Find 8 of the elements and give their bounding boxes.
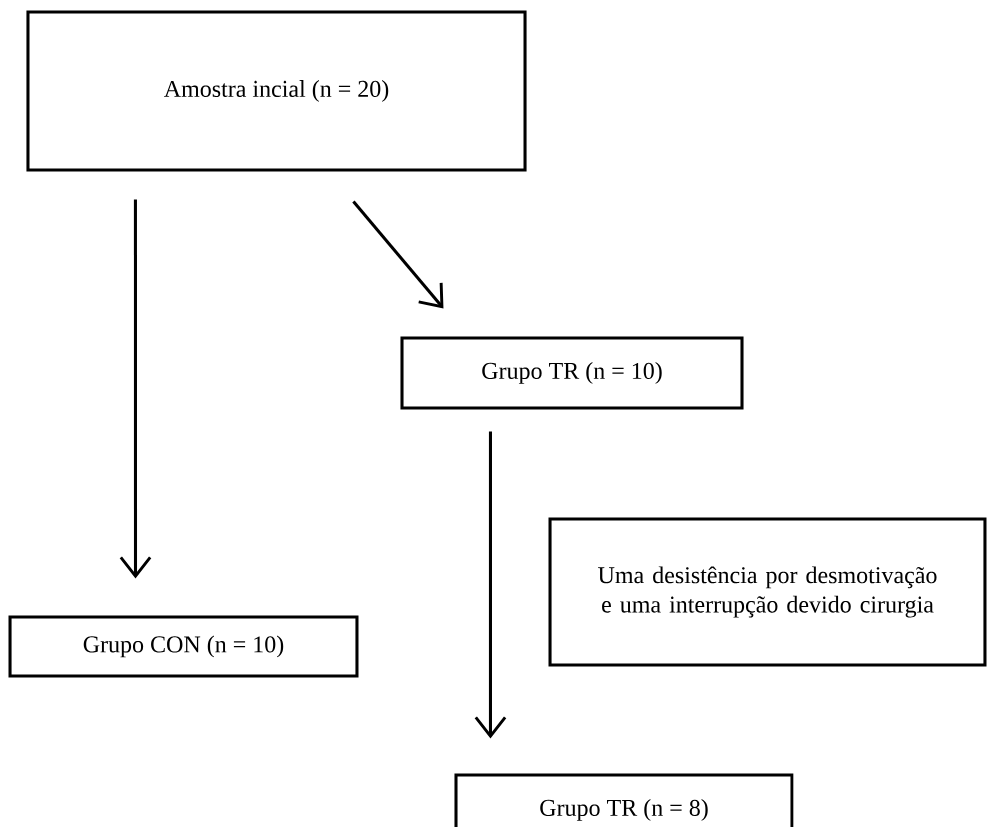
process-box: Amostra incial (n = 20) [26,10,527,172]
arrow [474,431,507,739]
arrow [352,200,444,309]
process-box: Grupo TR (n = 10) [400,336,744,410]
process-box: Grupo CON (n = 10) [8,615,359,678]
note-box: Uma desistência por desmotivação e uma interrupção devido cirurgia [548,517,987,667]
process-box: Grupo TR (n = 8) [454,773,794,827]
arrow [119,199,152,579]
